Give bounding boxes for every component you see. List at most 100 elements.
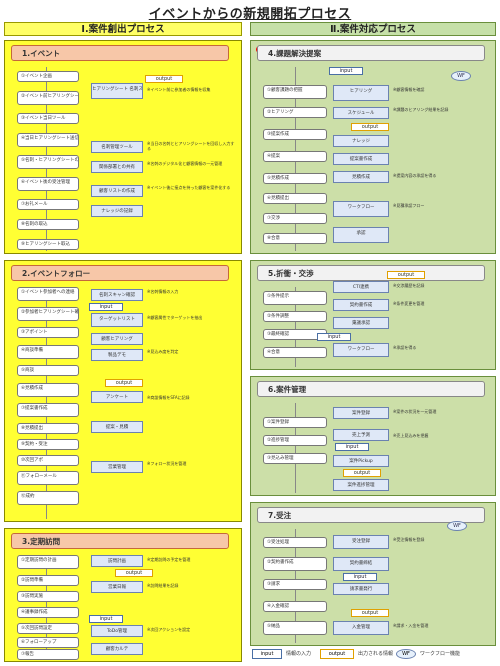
output-tag: output [145, 75, 183, 83]
process-step: ⑨ヒアリングシート取込 [17, 239, 79, 250]
system-function: 関係部署との共有 [91, 161, 143, 173]
panel-title: 5.折衝・交渉 [257, 265, 485, 281]
process-step: ③イベント当日ツール [17, 113, 79, 124]
system-function: スケジュール [333, 107, 389, 119]
process-note: ※イベント前に参加者の情報を収集 [147, 87, 211, 92]
system-function: ナレッジの記録 [91, 205, 143, 217]
panel-event-follow: 2.イベントフォロー ①イベント参加者への連絡 ②参加者ヒアリングシート確認 ③… [4, 260, 242, 522]
panel-solution-proposal: 4.課題解決提案 input WF ①顧客課題の把握 ②ヒアリング ③提案作成 … [250, 40, 496, 254]
panel-title: 2.イベントフォロー [11, 265, 229, 281]
system-function: 名刺スキャン確認 [91, 289, 143, 301]
system-function: 訪問計画 [91, 555, 143, 567]
process-step: ⑥見積提出 [263, 193, 327, 204]
input-tag: input [89, 303, 123, 311]
system-function: 顧客ヒアリング [91, 333, 143, 345]
process-note: ※課題のヒアリング結果を記録 [393, 107, 449, 112]
system-function: 製品デモ [91, 349, 143, 361]
process-step: ⑦交渉 [263, 213, 327, 224]
process-note: ※フォロー状況を管理 [147, 461, 187, 466]
legend-wf-desc: ワークフロー機能 [420, 651, 461, 657]
panel-regular-visit: 3.定期訪問 ①定期訪問の計画 ②訪問準備 ③訪問実施 ④議事録作成 ⑤次回訪問… [4, 528, 242, 662]
process-step: ⑦提案書作成 [17, 403, 79, 417]
column-title-left: Ⅰ.案件創出プロセス [4, 22, 242, 36]
diagram-title: イベントからの新規開拓プロセス [148, 7, 352, 22]
process-step: ②訪問準備 [17, 575, 79, 586]
process-step: ⑫成約 [17, 491, 79, 505]
process-step: ②条件調整 [263, 311, 327, 322]
output-tag: output [105, 379, 143, 387]
output-tag: output [387, 271, 425, 279]
process-step: ①定期訪問の計画 [17, 555, 79, 569]
process-step: ①案件登録 [263, 417, 327, 428]
process-note: ※顧客情報を確認 [393, 87, 425, 92]
process-step: ②契約書作成 [263, 557, 327, 571]
process-note: ※名刺情報の入力 [147, 289, 179, 294]
process-step: ③請求 [263, 579, 327, 590]
panel-event: 1.イベント ①イベント企画 ②イベント前ヒアリングシート送信 ③イベント当日ツ… [4, 40, 242, 254]
process-step: ②ヒアリング [263, 107, 327, 118]
system-function: 売上予測 [333, 429, 389, 441]
system-function: 請求書発行 [333, 583, 389, 595]
process-step: ⑦お礼メール [17, 199, 79, 210]
process-step: ⑧名刺の取込 [17, 219, 79, 230]
system-function: 案件進捗管理 [333, 479, 389, 491]
system-function: ヒアリングシート 名刺スキャン入力 [91, 83, 143, 99]
output-tag: output [351, 609, 389, 617]
input-tag: input [89, 615, 123, 623]
system-function: 提案書作成 [333, 153, 389, 165]
system-function: ヒアリング [333, 85, 389, 101]
panel-title: 4.課題解決提案 [257, 45, 485, 61]
system-function: 承認 [333, 227, 389, 243]
system-function: 見積作成 [333, 171, 389, 183]
process-step: ③訪問実施 [17, 591, 79, 602]
process-step: ⑪フォローメール [17, 471, 79, 485]
process-note: ※訪問結果を記録 [147, 583, 179, 588]
process-step: ①受注処理 [263, 537, 327, 548]
process-step: ①条件提示 [263, 291, 327, 305]
process-note: ※商談情報をSFAに記録 [147, 395, 190, 400]
process-step: ⑤名刺・ヒアリングシートの回収 [17, 155, 79, 169]
system-function: ToDo管理 [91, 625, 143, 637]
process-note: ※提案内容の承認を得る [393, 173, 437, 178]
process-note: ※売上見込みを把握 [393, 433, 429, 438]
process-note: ※承認を得る [393, 345, 417, 350]
process-step: ⑤納品 [263, 621, 327, 635]
panel-negotiation: 5.折衝・交渉 output ①条件提示 ②条件調整 ③最終確認 ④合意 CTI… [250, 260, 496, 370]
process-note: ※案件の状況を一元管理 [393, 409, 437, 414]
process-step: ⑩次回アポ [17, 455, 79, 466]
panel-title: 7.受注 [257, 507, 485, 523]
process-step: ⑥見積作成 [17, 383, 79, 397]
system-function: 受注登録 [333, 535, 389, 549]
system-function: 案件Pickup [333, 455, 389, 467]
process-note: ※次回アクションを設定 [147, 627, 191, 632]
process-step: ⑧見積提出 [17, 423, 79, 434]
process-step: ④商談準備 [17, 345, 79, 359]
process-step: ③提案作成 [263, 129, 327, 140]
legend-input-desc: 情報の入力 [286, 651, 312, 657]
process-step: ①顧客課題の把握 [263, 85, 327, 99]
output-tag: output [343, 469, 381, 477]
panel-title: 1.イベント [11, 45, 229, 61]
input-tag: input [317, 333, 351, 341]
process-step: ⑤見積作成 [263, 173, 327, 184]
legend-output-tag: output [320, 649, 354, 659]
system-function: ワークフロー [333, 201, 389, 217]
legend-output-desc: 出力される情報 [358, 651, 394, 657]
process-step: ⑨契約・受注 [17, 439, 79, 450]
workflow-badge: WF [447, 521, 467, 531]
process-note: ※請求・入金を管理 [393, 623, 429, 628]
process-step: ①イベント参加者への連絡 [17, 287, 79, 301]
process-step: ④合意 [263, 347, 327, 358]
system-function: CTI連携 [333, 281, 389, 293]
process-note: ※当日の名刺とヒアリングシートを回収し入力する [147, 141, 235, 151]
process-step: ④提案 [263, 151, 327, 162]
system-function: 営業日報 [91, 581, 143, 593]
system-function: 顧客リストの作成 [91, 185, 143, 197]
process-step: ②参加者ヒアリングシート確認 [17, 307, 79, 321]
input-tag: input [329, 67, 363, 75]
panel-order-receipt: 7.受注 WF ①受注処理 ②契約書作成 ③請求 ④入金確認 ⑤納品 受注登録 … [250, 502, 496, 646]
system-function: 営業管理 [91, 461, 143, 473]
process-note: ※交渉履歴を記録 [393, 283, 425, 288]
input-tag: input [335, 443, 369, 451]
panel-case-management: 6.案件管理 ①案件登録 ②進捗管理 ③見込み管理 案件登録 売上予測 inpu… [250, 376, 496, 496]
